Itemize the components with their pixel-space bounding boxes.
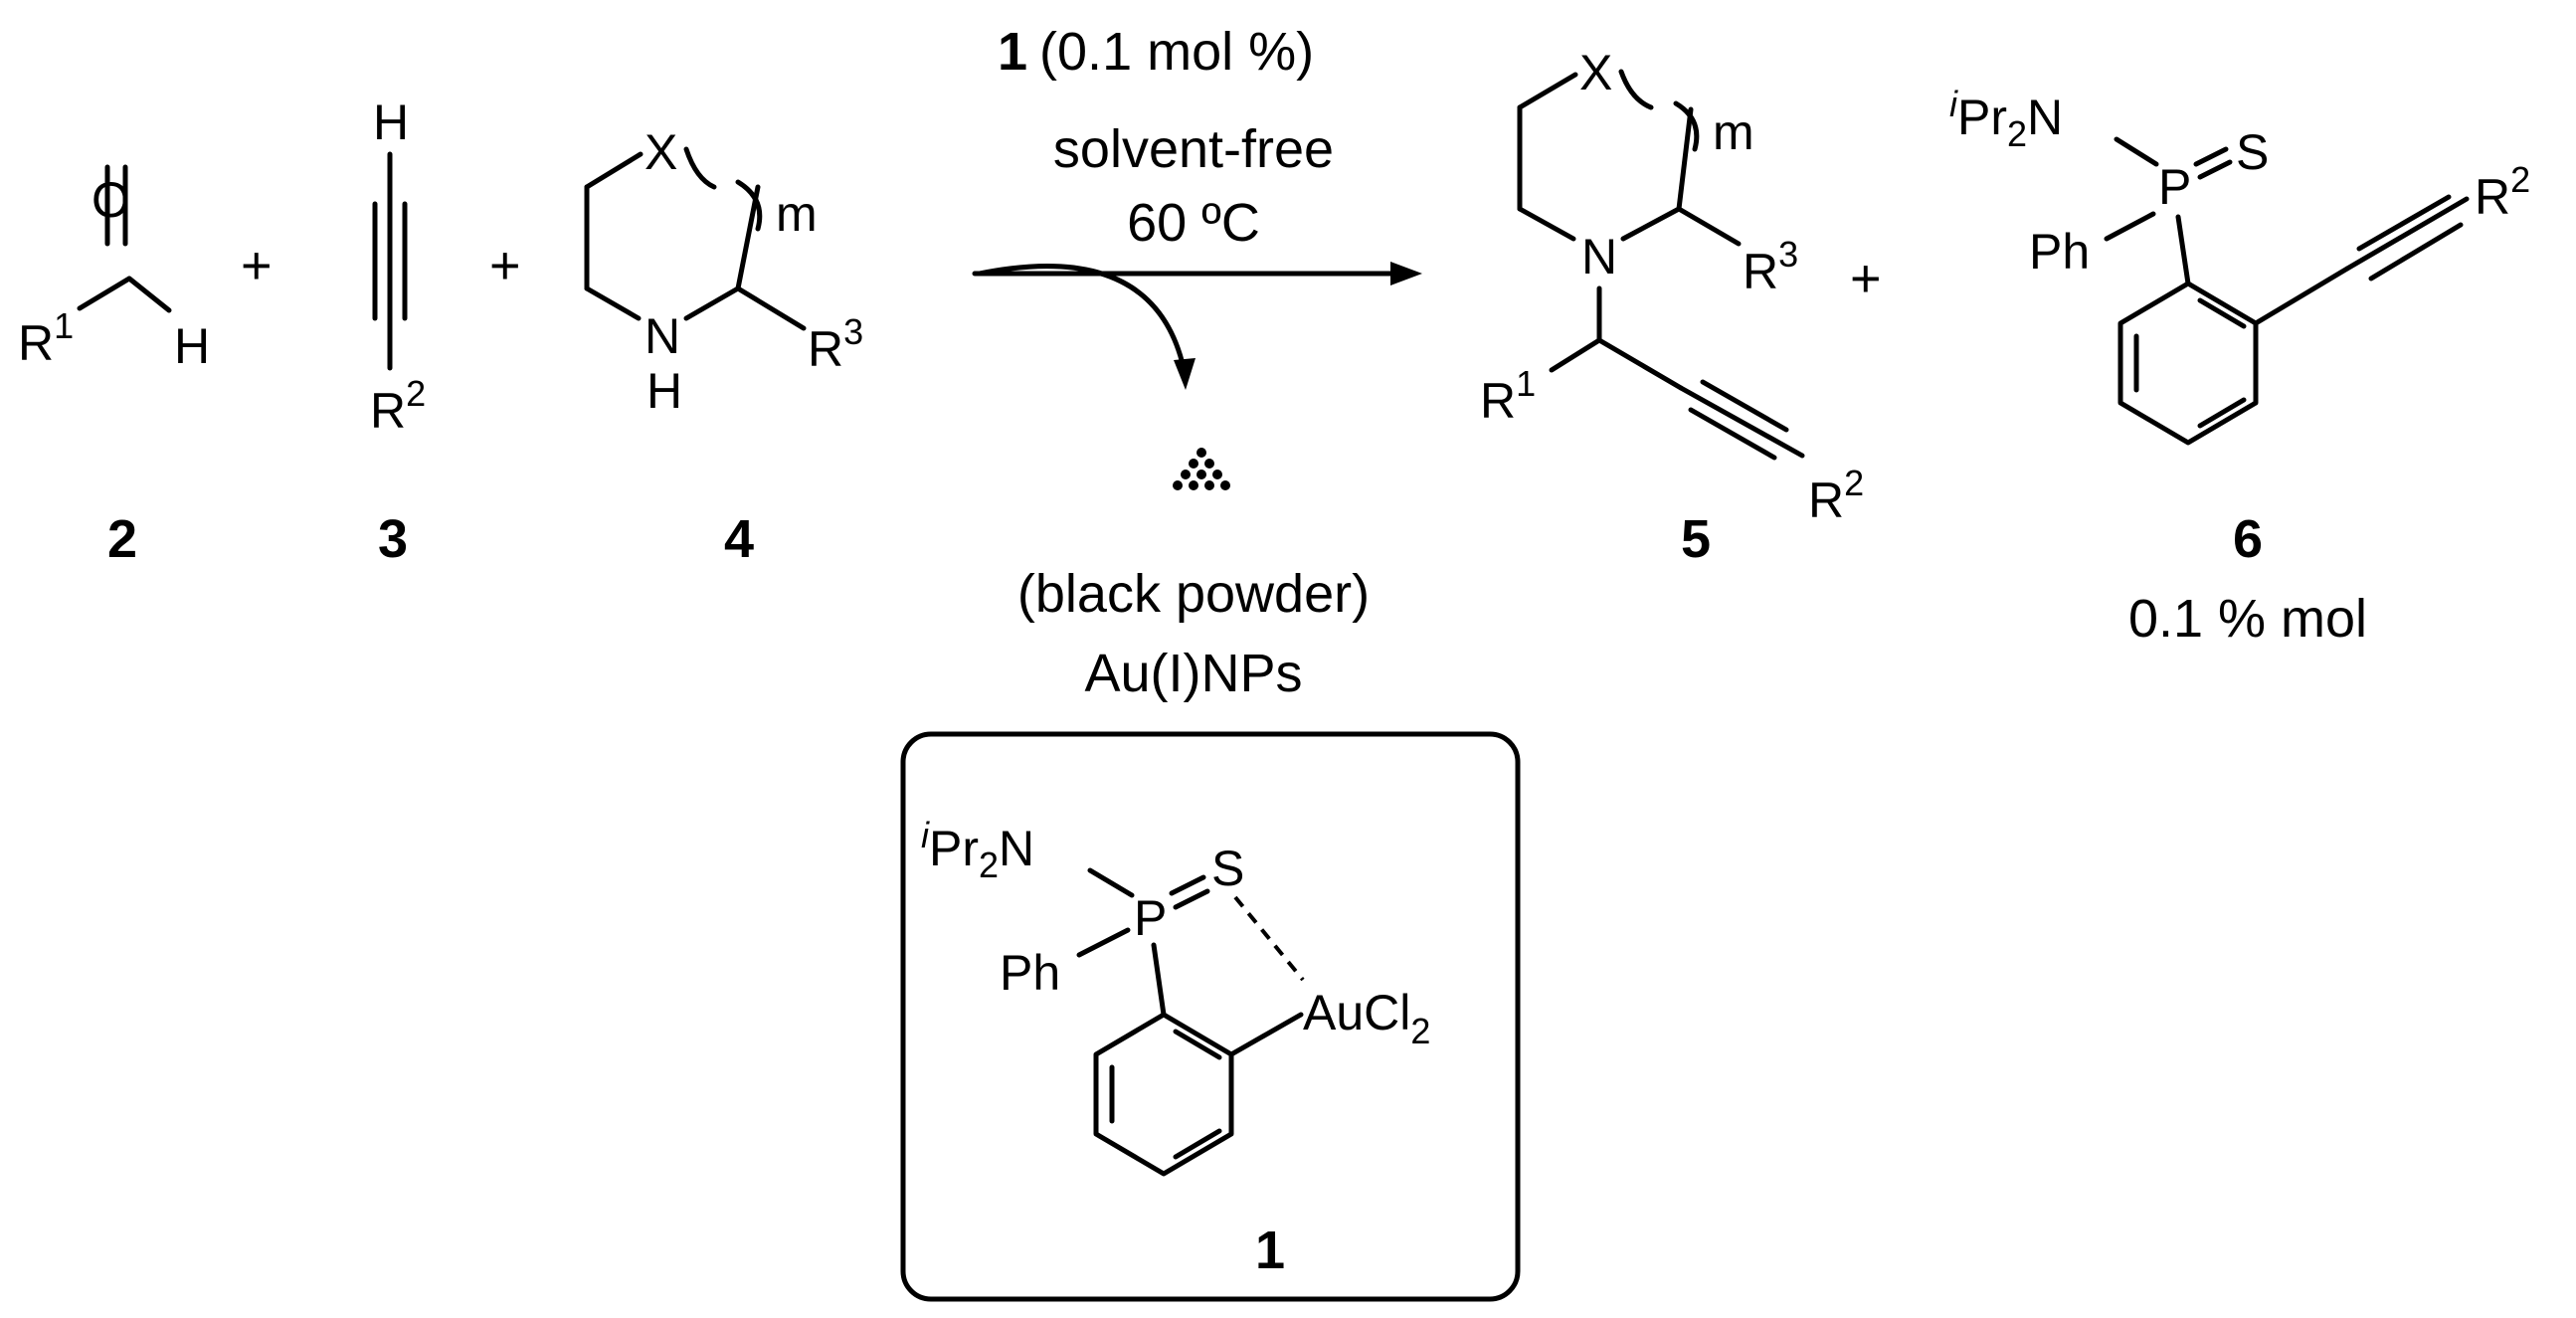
compound-number-3: 3: [378, 509, 408, 569]
bond: [126, 276, 172, 313]
r2-label: R2: [2475, 159, 2530, 225]
triple-bond: [1688, 407, 1777, 461]
bond: [2114, 136, 2159, 167]
r2-label: R2: [1808, 463, 1864, 528]
plus-sign: +: [1850, 249, 1882, 308]
ring-bracket: [1618, 69, 1654, 110]
double-bond-p-s: [1169, 874, 1206, 896]
bond: [1517, 72, 1578, 110]
aromatic-bond: [2197, 297, 2247, 329]
byproduct-note: (black powder): [1017, 564, 1370, 624]
aucl2-label: AuCl2: [1303, 985, 1430, 1051]
ring-bracket: [683, 146, 717, 190]
m-label: m: [1713, 104, 1754, 160]
triple-bond: [1700, 379, 1789, 433]
compound-3-alkyne: H R2 3: [370, 94, 426, 569]
bond: [1151, 942, 1167, 1018]
hydrogen-label: H: [373, 94, 409, 150]
benzene-ring: [2117, 281, 2259, 446]
hydrogen-label: H: [174, 318, 210, 374]
r2-label: R2: [370, 373, 426, 439]
arrowhead: [1390, 262, 1422, 285]
ring-bracket: [1673, 100, 1700, 152]
phenyl-label: Ph: [2029, 224, 2090, 280]
bond: [77, 276, 132, 311]
bond: [735, 285, 807, 331]
r3-label: R3: [1743, 234, 1798, 299]
ipr2n-label: iPr2N: [1949, 84, 2063, 154]
reaction-arrow-group: 1(0.1 mol %) solvent-free 60 ºC (black p…: [972, 22, 1422, 703]
benzene-ring: [1093, 1012, 1234, 1177]
triple-bond: [2344, 196, 2470, 272]
x-atom-label: X: [1579, 45, 1612, 100]
bond: [584, 151, 644, 190]
bond: [1087, 867, 1135, 898]
dative-bond-s-au: [1233, 895, 1305, 982]
nitrogen-label: N: [644, 308, 680, 364]
black-powder-icon: [1173, 448, 1230, 490]
bond: [1676, 206, 1742, 247]
r1-label: R1: [1480, 363, 1536, 429]
compound-number-1: 1: [1255, 1221, 1285, 1280]
phosphorus-label: P: [1134, 890, 1167, 946]
ipr2n-label: iPr2N: [921, 815, 1034, 885]
sulfur-label: S: [1211, 841, 1244, 896]
catalyst-condition: 1(0.1 mol %): [998, 22, 1314, 82]
bond: [2175, 214, 2191, 286]
triple-bond: [2368, 222, 2464, 282]
bond: [584, 285, 642, 321]
double-bond-p-s: [1173, 888, 1210, 910]
bond: [1596, 337, 1684, 391]
nitrogen-label: N: [1581, 229, 1617, 284]
aromatic-bond: [1173, 1128, 1222, 1160]
bond: [683, 285, 741, 321]
compound-6-side-product: iPr2N P S Ph R2 6 0.1 % mol: [1949, 84, 2530, 649]
r1-label: R1: [18, 305, 74, 371]
solvent-condition: solvent-free: [1053, 119, 1334, 179]
plus-sign: +: [489, 236, 521, 295]
compound-number-6: 6: [2233, 509, 2263, 569]
catalyst-1-box: iPr2N P S Ph AuCl2 1: [900, 731, 1521, 1302]
triple-bond: [2356, 194, 2452, 252]
compound-number-2: 2: [107, 509, 137, 569]
triple-bond: [1678, 385, 1805, 459]
bond: [735, 184, 761, 291]
byproduct-name: Au(I)NPs: [1084, 644, 1302, 703]
compound-number-4: 4: [724, 509, 754, 569]
hydrogen-label: H: [646, 363, 682, 419]
x-atom-label: X: [644, 124, 677, 180]
compound-4-amine: X m N H R3 4: [584, 124, 863, 569]
double-bond-p-s: [2197, 159, 2233, 180]
bond-c-au: [1228, 1012, 1304, 1057]
bond: [1676, 106, 1694, 212]
r3-label: R3: [808, 311, 863, 377]
catalyst-frame: [900, 731, 1521, 1302]
bond: [1620, 206, 1682, 242]
bond: [2253, 266, 2350, 326]
bond: [1549, 337, 1602, 373]
side-product-amount: 0.1 % mol: [2128, 589, 2367, 649]
bond: [1517, 206, 1576, 242]
sulfur-label: S: [2236, 124, 2269, 180]
compound-2-aldehyde: O R1 H 2: [18, 164, 210, 569]
bond: [2104, 211, 2156, 242]
aromatic-bond: [2197, 397, 2247, 429]
temperature-condition: 60 ºC: [1127, 193, 1260, 253]
phosphorus-label: P: [2158, 159, 2191, 215]
bond: [1076, 927, 1131, 958]
curved-arrowhead: [1174, 358, 1196, 390]
double-bond-p-s: [2193, 146, 2229, 167]
ring-bracket: [735, 179, 763, 232]
phenyl-label: Ph: [1000, 945, 1060, 1001]
compound-5-product: X m N R3 R1 R2 5: [1480, 45, 1864, 569]
compound-number-5: 5: [1681, 509, 1711, 569]
curved-arrow: [977, 264, 1187, 371]
m-label: m: [776, 186, 818, 242]
aromatic-bond: [1173, 1029, 1222, 1060]
oxygen-label: O: [92, 172, 130, 228]
plus-sign: +: [241, 236, 273, 295]
